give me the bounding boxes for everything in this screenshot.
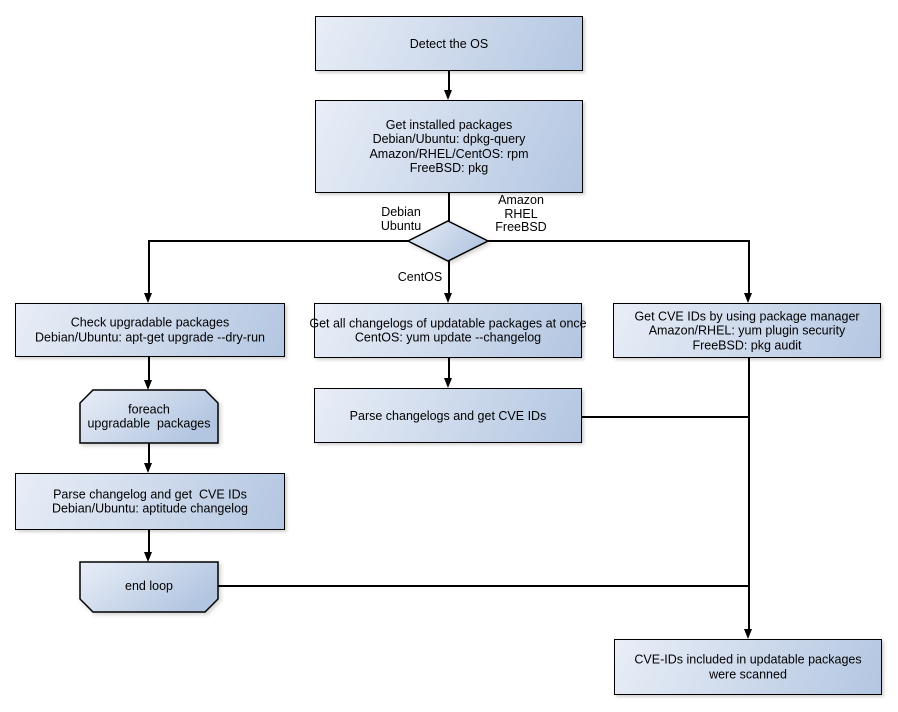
connector-changelogs-to-parse (448, 358, 450, 379)
arrowhead-into-end-loop (144, 552, 153, 562)
connector-decision-right-horizontal (488, 240, 749, 242)
connector-parsechangelogs-right (582, 416, 749, 418)
arrowhead-into-installed (444, 90, 453, 100)
connector-endloop-right (218, 585, 749, 587)
node-get-cve-ids-text: Get CVE IDs by using package manager Ama… (634, 308, 860, 352)
node-cve-ids-scanned: CVE-IDs included in updatable packages w… (614, 639, 882, 695)
node-foreach-upgradable: foreach upgradable packages (80, 390, 218, 443)
node-parse-changelog-text: Parse changelog and get CVE IDs Debian/U… (52, 487, 248, 516)
connector-decision-left-horizontal (148, 240, 409, 242)
connector-parse-to-endloop (148, 530, 150, 553)
node-check-upgradable-packages-text: Check upgradable packages Debian/Ubuntu:… (35, 315, 265, 345)
node-parse-changelog: Parse changelog and get CVE IDs Debian/U… (15, 473, 285, 530)
arrowhead-into-get-cve-ids (744, 293, 753, 303)
arrowhead-into-check-upgradable (144, 293, 153, 303)
node-get-all-changelogs-text: Get all changelogs of updatable packages… (309, 316, 587, 345)
arrowhead-into-parse-changelog (144, 463, 153, 473)
connector-decision-right-vertical (748, 240, 750, 294)
node-detect-os-text: Detect the OS (409, 36, 489, 51)
loop-start-shape (79, 389, 219, 444)
node-parse-changelogs-text: Parse changelogs and get CVE IDs (349, 408, 547, 423)
node-foreach-upgradable-text: foreach upgradable packages (87, 402, 211, 431)
edge-label-amazon-rhel-freebsd: Amazon RHEL FreeBSD (495, 193, 547, 234)
node-end-loop-text: end loop (125, 578, 173, 593)
arrowhead-into-parse-changelogs (444, 378, 453, 388)
connector-detect-to-installed (448, 71, 450, 93)
connector-decision-down (448, 261, 450, 294)
connector-foreach-to-parse (148, 443, 150, 464)
node-get-installed-packages: Get installed packages Debian/Ubuntu: dp… (315, 100, 583, 193)
connector-right-down-to-scanned (748, 358, 750, 630)
node-cve-ids-scanned-text: CVE-IDs included in updatable packages w… (634, 652, 862, 682)
connector-installed-to-decision (448, 193, 450, 221)
arrowhead-into-foreach (144, 380, 153, 390)
node-get-installed-packages-text: Get installed packages Debian/Ubuntu: dp… (369, 117, 529, 176)
node-get-all-changelogs: Get all changelogs of updatable packages… (309, 303, 587, 358)
connector-decision-left-vertical (148, 240, 150, 294)
node-get-cve-ids: Get CVE IDs by using package manager Ama… (613, 303, 881, 358)
edge-label-debian-ubuntu: Debian Ubuntu (380, 205, 422, 233)
node-check-upgradable-packages: Check upgradable packages Debian/Ubuntu:… (15, 303, 285, 357)
node-detect-os: Detect the OS (315, 16, 583, 71)
arrowhead-into-scanned (744, 629, 753, 639)
arrowhead-into-get-changelogs (444, 293, 453, 303)
edge-label-centos: CentOS (397, 270, 443, 284)
connector-check-to-foreach (148, 357, 150, 381)
loop-end-shape (79, 561, 219, 613)
node-end-loop: end loop (80, 562, 218, 610)
node-parse-changelogs: Parse changelogs and get CVE IDs (314, 388, 582, 443)
